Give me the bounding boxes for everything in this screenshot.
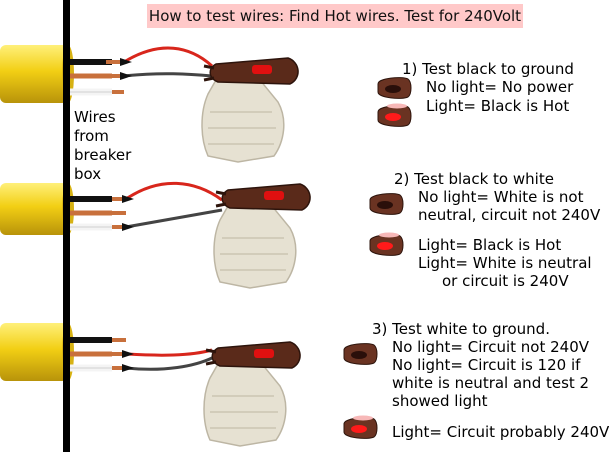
tester-light-off-icon bbox=[369, 193, 404, 215]
gloved-hand-tester-icon bbox=[212, 182, 312, 290]
test-3-light: Light= Circuit probably 240V bbox=[392, 423, 609, 441]
diagram-title: How to test wires: Find Hot wires. Test … bbox=[147, 4, 523, 28]
cable-3 bbox=[0, 323, 74, 381]
test-1-heading: 1) Test black to ground bbox=[402, 60, 574, 78]
test-3-heading: 3) Test white to ground. bbox=[372, 320, 550, 338]
test-2-no-light-line-2: neutral, circuit not 240V bbox=[418, 206, 601, 224]
tester-light-off-icon bbox=[377, 77, 412, 99]
gloved-hand-tester-icon bbox=[200, 56, 300, 164]
wires-set-2 bbox=[66, 181, 223, 231]
wires-label: Wires from breaker box bbox=[74, 108, 132, 183]
tester-light-off-icon bbox=[343, 343, 378, 365]
test-3-no-light-line-2: No light= Circuit is 120 if bbox=[392, 356, 581, 374]
test-3-no-light-line-1: No light= Circuit not 240V bbox=[392, 338, 590, 356]
tester-light-on-icon bbox=[369, 232, 404, 256]
cable-2 bbox=[0, 183, 74, 235]
test-2-light-line-1: Light= Black is Hot bbox=[418, 236, 562, 254]
wires-set-1 bbox=[66, 46, 214, 96]
cable-1 bbox=[0, 45, 74, 103]
test-3-no-light-line-4: showed light bbox=[392, 392, 488, 410]
test-2-light-line-2: Light= White is neutral bbox=[418, 254, 592, 272]
test-1-no-light: No light= No power bbox=[426, 78, 574, 96]
test-2-heading: 2) Test black to white bbox=[394, 170, 554, 188]
tester-light-on-icon bbox=[377, 103, 412, 127]
wires-set-3 bbox=[66, 337, 213, 372]
test-3-no-light-line-3: white is neutral and test 2 bbox=[392, 374, 590, 392]
wall-line bbox=[63, 0, 70, 452]
gloved-hand-tester-icon bbox=[202, 340, 302, 448]
tester-light-on-icon bbox=[343, 415, 378, 439]
test-1-light: Light= Black is Hot bbox=[426, 97, 570, 115]
test-2-light-line-3: or circuit is 240V bbox=[442, 272, 569, 290]
test-2-no-light-line-1: No light= White is not bbox=[418, 188, 584, 206]
